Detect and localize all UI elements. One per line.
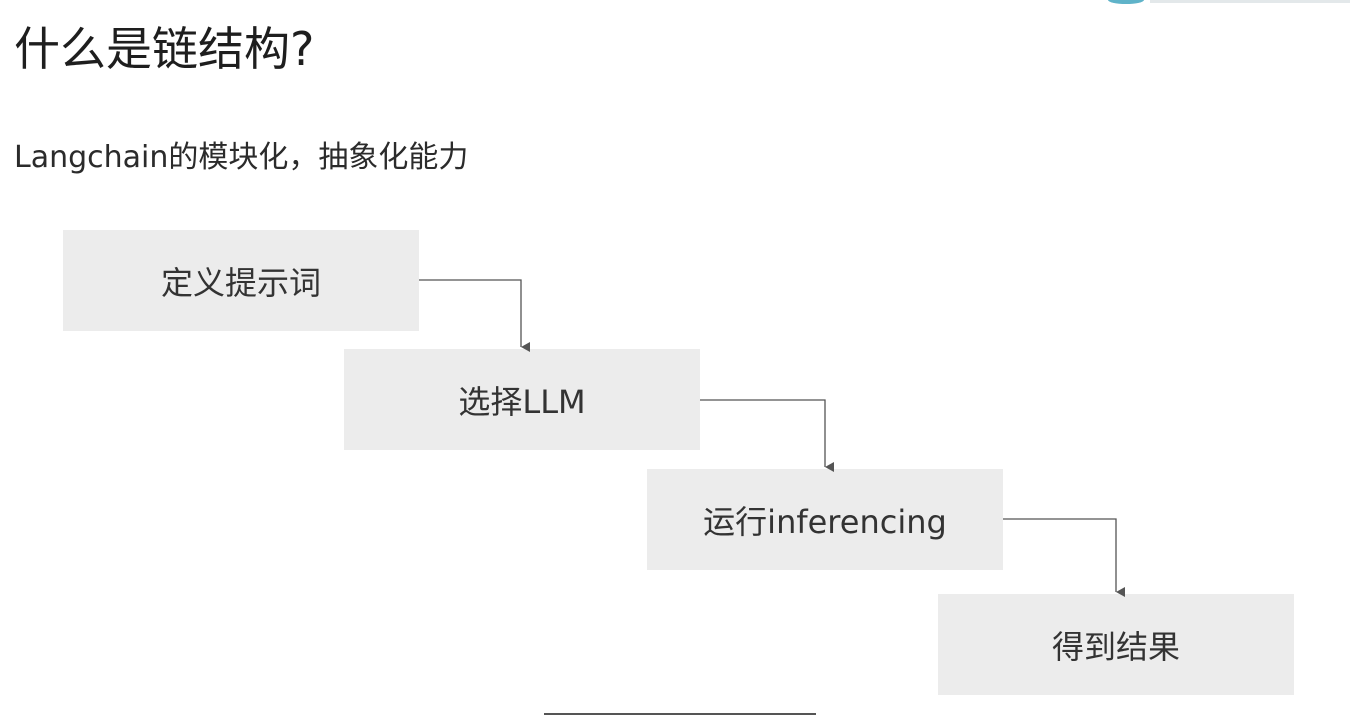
connector-arrow-2 [700, 399, 834, 472]
slide-title: 什么是链结构? [14, 22, 315, 76]
step-box-get-result: 得到结果 [938, 594, 1294, 695]
connector-arrow-3 [1003, 518, 1125, 597]
step-label: 选择LLM [458, 382, 586, 421]
step-label: 得到结果 [1051, 627, 1180, 666]
step-box-select-llm: 选择LLM [344, 349, 700, 450]
step-label: 运行inferencing [703, 502, 947, 541]
corner-logo-fragment [1108, 0, 1350, 4]
connector-arrow-1 [419, 279, 530, 352]
bottom-divider [544, 713, 816, 715]
step-box-define-prompt: 定义提示词 [63, 230, 419, 331]
step-box-run-inference: 运行inferencing [647, 469, 1003, 570]
step-label: 定义提示词 [160, 263, 321, 302]
slide-subtitle: Langchain的模块化，抽象化能力 [14, 140, 469, 175]
